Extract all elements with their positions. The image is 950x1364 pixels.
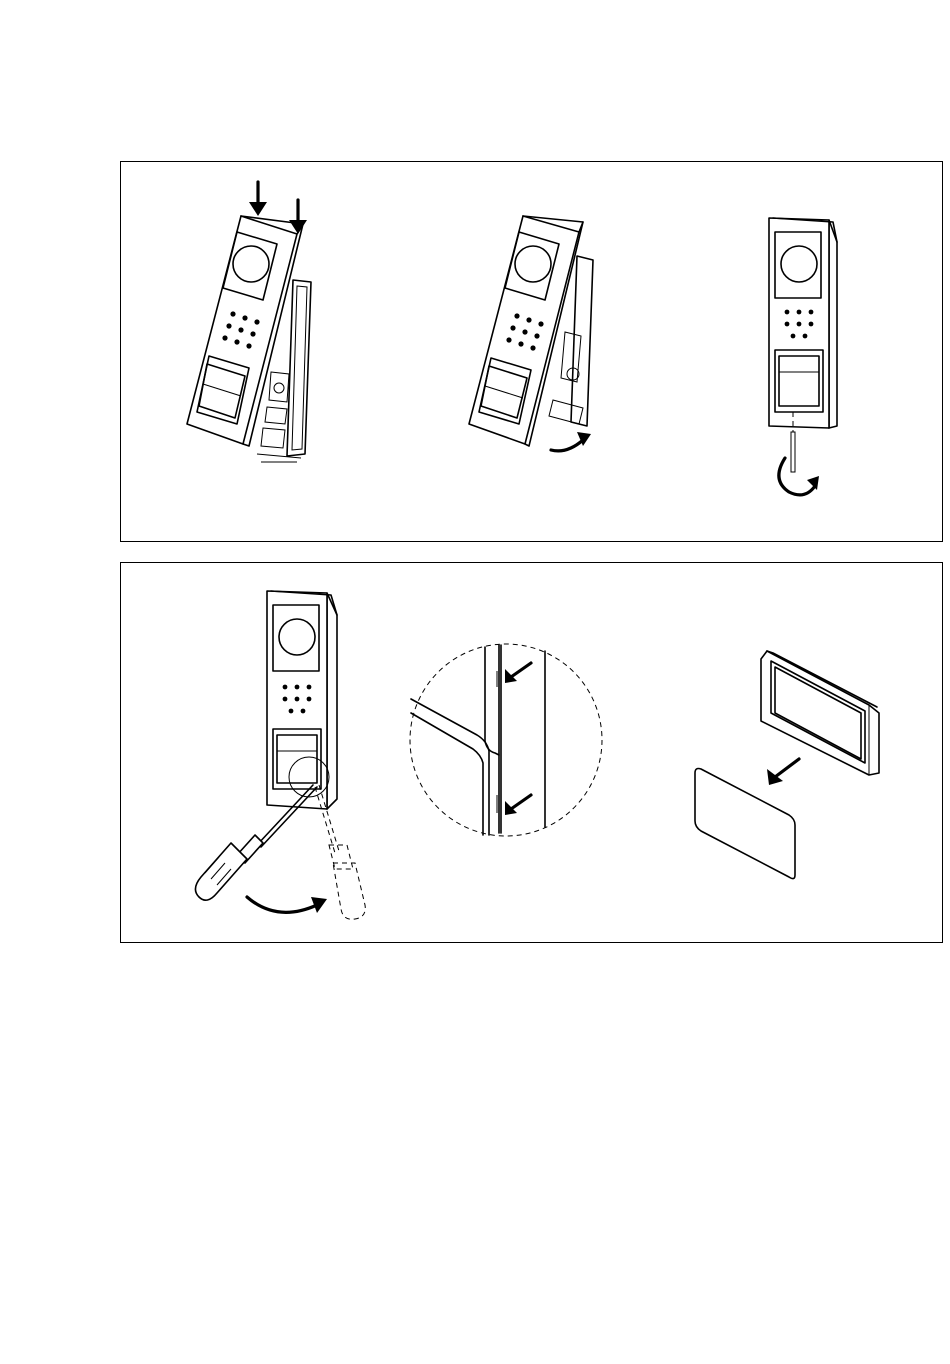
rotate-arrow-icon <box>247 897 327 913</box>
diagonal-arrow-icon <box>505 663 531 683</box>
step-lever-with-screwdriver <box>195 591 365 919</box>
step-tighten-screw <box>769 218 837 495</box>
step-swing-closed <box>469 216 593 451</box>
down-arrow-icon <box>249 182 267 216</box>
step-press-down <box>187 182 311 462</box>
step-detail-magnified-edge <box>410 644 602 836</box>
name-card <box>695 769 795 879</box>
diagonal-arrow-icon <box>767 759 799 785</box>
rotate-arrow-icon <box>551 432 591 451</box>
bottom-panel-illustration <box>121 563 944 944</box>
top-instruction-panel <box>120 161 943 542</box>
diagonal-arrow-icon <box>505 795 531 815</box>
top-panel-illustration <box>121 162 944 543</box>
bottom-instruction-panel <box>120 562 943 943</box>
down-arrow-icon <box>289 200 307 234</box>
step-remove-name-card <box>695 651 879 879</box>
rotate-arrow-icon <box>779 458 819 495</box>
